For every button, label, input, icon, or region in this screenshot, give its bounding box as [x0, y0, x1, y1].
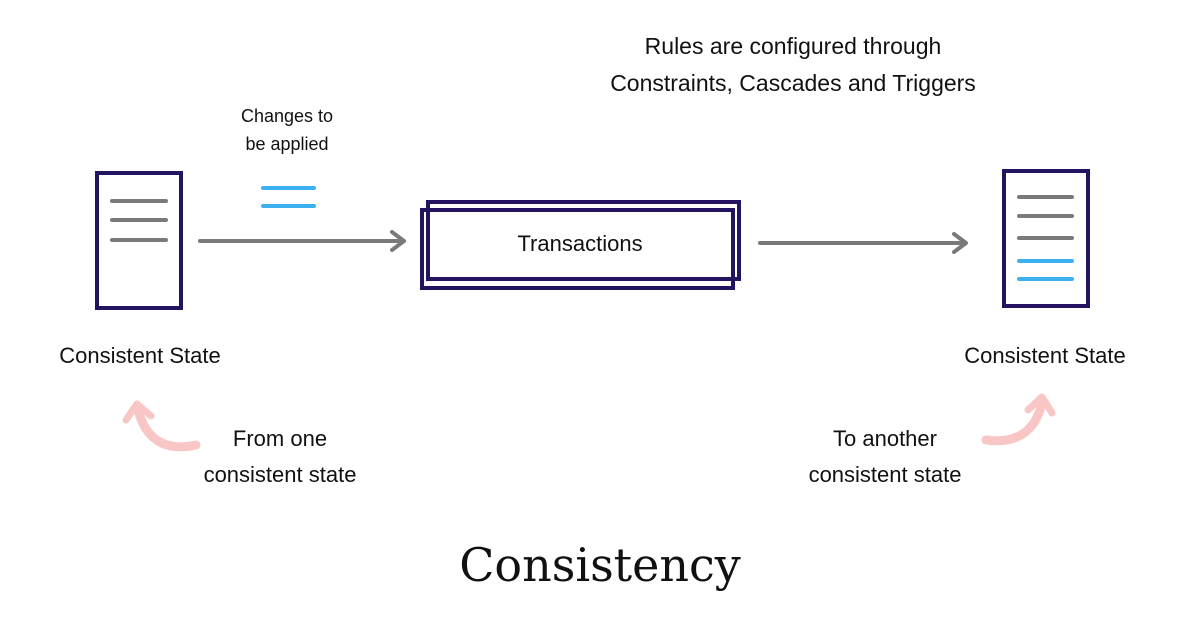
transactions-label: Transactions: [517, 231, 643, 256]
from-line-1: From one: [232, 426, 328, 451]
changes-note: Changes to be applied: [212, 102, 362, 158]
rules-note: Rules are configured through Constraints…: [560, 28, 1026, 102]
left-document-icon: [95, 171, 183, 310]
changes-line-1: Changes to: [240, 106, 334, 126]
right-curved-arrow-icon: [981, 393, 1056, 446]
page-title: Consistency: [459, 538, 741, 592]
rules-line-2: Constraints, Cascades and Triggers: [610, 70, 976, 96]
changes-icon: [261, 186, 316, 208]
changes-line-2: be applied: [245, 134, 329, 154]
left-curved-arrow-icon: [122, 400, 201, 452]
rules-line-1: Rules are configured through: [644, 33, 942, 59]
left-state-label: Consistent State: [59, 343, 221, 368]
to-line-2: consistent state: [808, 462, 962, 487]
from-note: From one consistent state: [170, 421, 390, 493]
right-document-icon: [1002, 169, 1090, 308]
to-line-1: To another: [833, 426, 937, 451]
to-note: To another consistent state: [770, 421, 1000, 493]
arrow-to-right-state: [758, 232, 968, 254]
right-state-label: Consistent State: [964, 343, 1126, 368]
from-line-2: consistent state: [203, 462, 357, 487]
transactions-box: [420, 200, 741, 290]
arrow-to-transactions: [198, 230, 406, 252]
